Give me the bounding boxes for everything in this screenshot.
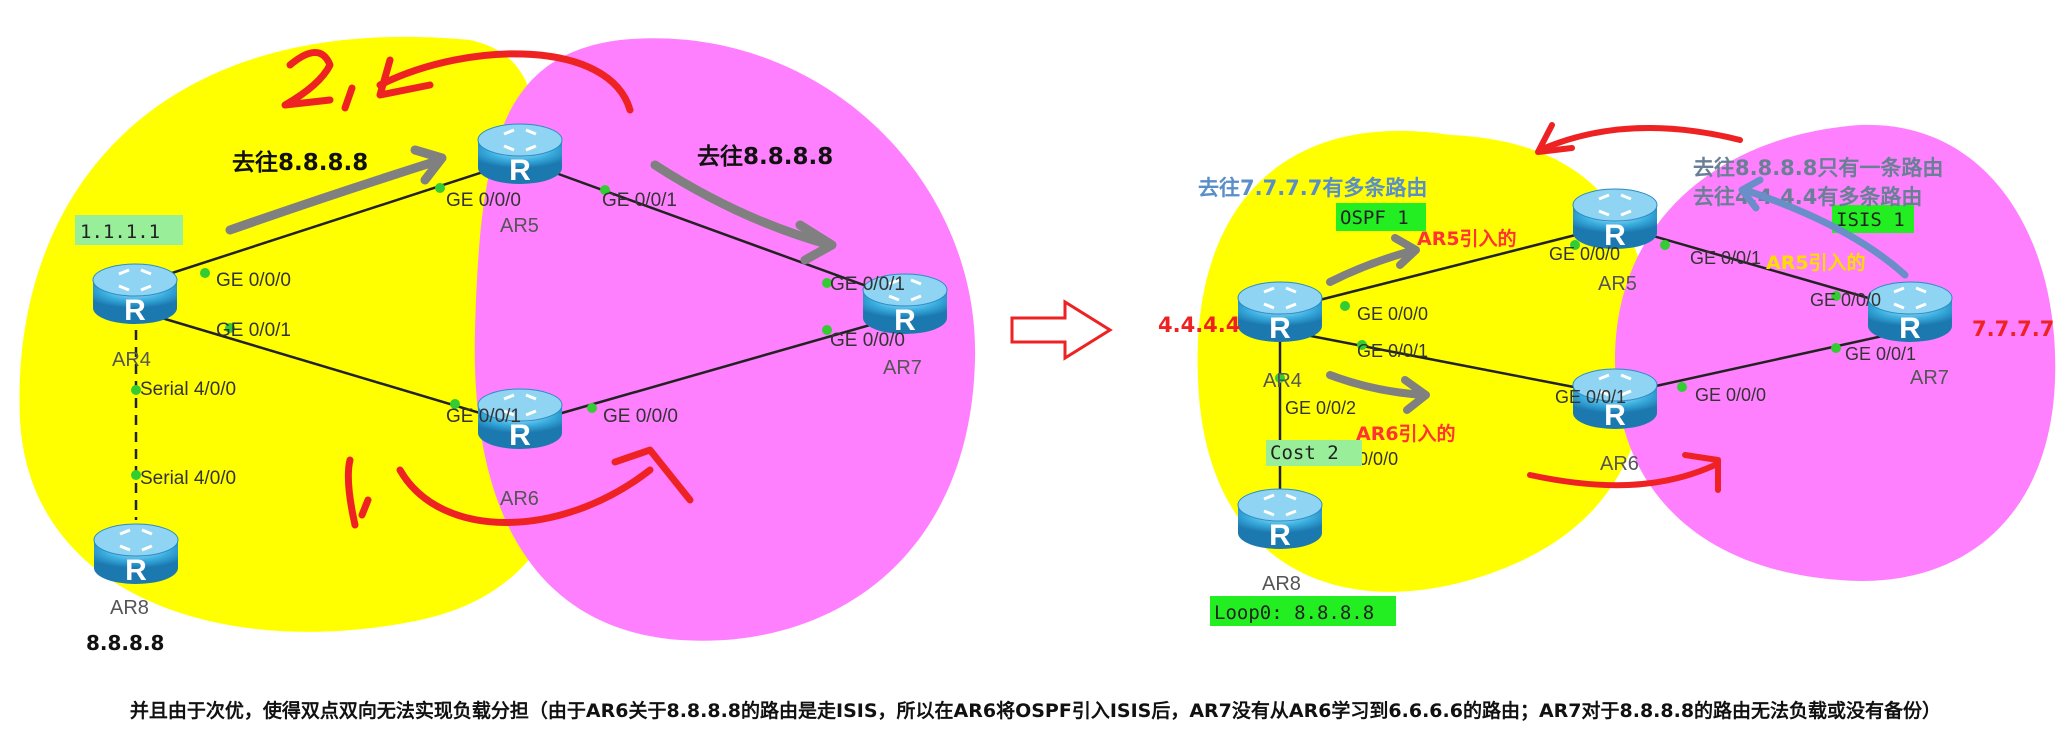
ar4-label: AR4 xyxy=(112,349,151,371)
ospf-tag-bg xyxy=(1336,203,1426,231)
isis-tag-bg xyxy=(1832,205,1914,233)
r-ar5-label: AR5 xyxy=(1598,273,1637,295)
iface-ar5-ge001: GE 0/0/1 xyxy=(602,190,677,211)
ospf-addr-tag-bg xyxy=(75,215,183,245)
r-iface-ar7-ge000: GE 0/0/0 xyxy=(1810,290,1881,310)
multi-route-4-label: 去往4.4.4.4有多条路由 xyxy=(1693,185,1922,209)
r-ar8-label: AR8 xyxy=(1262,573,1301,595)
iface-ar4-ge000: GE 0/0/0 xyxy=(216,270,291,291)
caption-text: 并且由于次优，使得双点双向无法实现负载分担（由于AR6关于8.8.8.8的路由是… xyxy=(129,700,1942,722)
router-r-ar4[interactable] xyxy=(1236,280,1324,347)
ar5-import-a: AR5引入的 xyxy=(1417,227,1517,250)
r-iface-ar4-ge001: GE 0/0/1 xyxy=(1357,341,1428,361)
iface-ar4-serial: Serial 4/0/0 xyxy=(140,379,236,400)
goto-label-left: 去往8.8.8.8 xyxy=(232,149,368,176)
r-iface-ar6-ge001: GE 0/0/1 xyxy=(1555,387,1626,407)
right-links xyxy=(1278,223,1911,510)
ar8-label: AR8 xyxy=(110,597,149,619)
router-ar5[interactable] xyxy=(476,122,564,189)
iface-ar4-ge001: GE 0/0/1 xyxy=(216,320,291,341)
red-arrow-right-bottom xyxy=(1527,452,1721,493)
single-route-label: 去往8.8.8.8只有一条路由 xyxy=(1693,156,1943,180)
cost-tag-bg xyxy=(1266,440,1362,466)
gray-arrow-right xyxy=(650,160,837,265)
r-ar4-label: AR4 xyxy=(1263,370,1302,392)
step1-digit xyxy=(344,456,372,529)
right-diagram: AR4 AR5 AR6 AR7 AR8 GE 0/0/0 GE 0/0/1 GE… xyxy=(1158,122,2056,626)
link-dots xyxy=(131,183,832,480)
ospf-tag: OSPF 1 xyxy=(1340,207,1409,229)
cost-tag: Cost 2 xyxy=(1270,442,1339,464)
r-iface-ar4-ge002: GE 0/0/2 xyxy=(1285,398,1356,418)
left-diagram: AR4 AR5 AR6 AR7 AR8 GE 0/0/0 GE 0/0/1 Se… xyxy=(19,36,976,655)
ospf-addr-tag: 1.1.1.1 xyxy=(80,221,160,243)
gray-arrow-left xyxy=(225,145,447,235)
router-r-ar8[interactable] xyxy=(1236,487,1324,554)
blue-arrow-ar7 xyxy=(1738,176,1909,279)
r-ar7-label: AR7 xyxy=(1910,367,1949,389)
loop-tag-bg xyxy=(1210,596,1396,626)
iface-ar8-serial: Serial 4/0/0 xyxy=(140,468,236,489)
red-arrow-right-top xyxy=(1535,122,1743,155)
gray-arrow-ar4-ar5 xyxy=(1326,234,1420,286)
step2-digit xyxy=(281,49,356,112)
iface-ar6-ge001: GE 0/0/1 xyxy=(446,406,521,427)
iface-ar6-ge000: GE 0/0/0 xyxy=(603,406,678,427)
multi-route-label: 去往7.7.7.7有多条路由 xyxy=(1198,176,1427,200)
goto-label-right: 去往8.8.8.8 xyxy=(697,143,833,170)
isis-tag: ISIS 1 xyxy=(1836,209,1905,231)
r-iface-ar7-ge001: GE 0/0/1 xyxy=(1845,344,1916,364)
gray-arrow-ar4-ar6 xyxy=(1326,371,1430,414)
iface-ar7-ge001: GE 0/0/1 xyxy=(830,274,905,295)
router-r-ar5[interactable] xyxy=(1571,187,1659,254)
ar5-label: AR5 xyxy=(500,215,539,237)
transition-arrow xyxy=(1010,299,1113,361)
router-ar8[interactable] xyxy=(92,522,180,589)
ar5-import-b: AR5引入的 xyxy=(1766,251,1866,274)
r-ar6-label: AR6 xyxy=(1600,453,1639,475)
r-iface-ar5-ge000: GE 0/0/0 xyxy=(1549,244,1620,264)
iface-ar7-ge000: GE 0/0/0 xyxy=(830,330,905,351)
ar8-address: 8.8.8.8 xyxy=(86,631,164,655)
red-arrow-top xyxy=(376,50,634,114)
addr-ar4: 4.4.4.4 xyxy=(1158,313,1240,337)
ar6-import: AR6引入的 xyxy=(1356,422,1456,445)
r-iface-ar6-ge000: GE 0/0/0 xyxy=(1695,385,1766,405)
ar7-label: AR7 xyxy=(883,357,922,379)
router-ar4[interactable] xyxy=(91,262,179,329)
r-iface-ar4-ge000: GE 0/0/0 xyxy=(1357,304,1428,324)
red-arrow-bottom xyxy=(396,446,694,526)
r-iface-ar5-ge001: GE 0/0/1 xyxy=(1690,248,1761,268)
loop-tag: Loop0: 8.8.8.8 xyxy=(1214,602,1374,624)
ar6-label: AR6 xyxy=(500,488,539,510)
addr-ar7: 7.7.7.7 xyxy=(1972,317,2054,341)
iface-ar5-ge000: GE 0/0/0 xyxy=(446,190,521,211)
